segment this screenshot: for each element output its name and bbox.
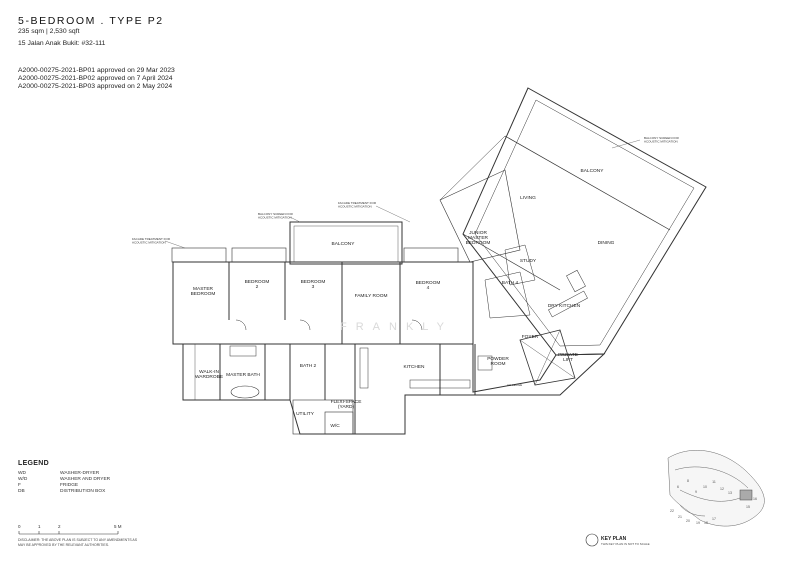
approval-2: A2000-00275-2021-BP02 approved on 7 Apri… (18, 75, 173, 82)
bath4-outline (484, 271, 531, 319)
unit-area: 235 sqm | 2,530 sqft (18, 28, 80, 35)
label-study: STUDY (520, 258, 537, 264)
svg-text:8: 8 (687, 479, 689, 483)
balcony-glass-line (504, 135, 671, 231)
label-balcony-main: BALCONY (581, 168, 605, 174)
living-wing-inner (474, 99, 695, 347)
svg-text:18: 18 (704, 521, 708, 525)
study-outline (504, 244, 536, 286)
svg-text:21: 21 (678, 515, 682, 519)
label-balcony-small: BALCONY (332, 241, 356, 247)
svg-text:9: 9 (695, 490, 697, 494)
label-living: LIVING (520, 195, 536, 201)
bathtub (230, 385, 260, 399)
watermark: FRANKLY (340, 321, 453, 333)
approval-3: A2000-00275-2021-BP03 approved on 2 May … (18, 83, 173, 90)
service-wing-outline (182, 343, 606, 435)
disclaimer: DISCLAIMER: THE ABOVE PLAN IS SUBJECT TO… (18, 538, 138, 547)
label-bath4: BATH 4 (502, 280, 519, 286)
approval-1: A2000-00275-2021-BP01 approved on 29 Mar… (18, 67, 175, 74)
key-plan-label: KEY PLAN (601, 536, 627, 542)
scale-label-2: 2 (58, 524, 61, 529)
label-kitchen: KITCHEN (403, 364, 425, 370)
scale-label-1: 1 (38, 524, 41, 529)
label-family-room: FAMILY ROOM (355, 293, 388, 299)
small-balcony-outline (289, 221, 403, 265)
svg-text:15: 15 (746, 505, 750, 509)
label-dining: DINING (598, 240, 615, 246)
svg-text:11: 11 (712, 480, 716, 484)
scale-label-0: 0 (18, 524, 21, 529)
ac-ledge-3 (403, 247, 459, 263)
label-flexi-space: FLEXI-SPACE(YARD) (331, 399, 362, 410)
kitchen-counter (359, 347, 369, 389)
svg-text:13: 13 (728, 491, 732, 495)
living-wing-outline (462, 87, 707, 356)
kitchen-counter-2 (409, 379, 471, 389)
master-vanity (229, 345, 257, 357)
key-plan-note: THIS KEY PLAN IS NOT TO SCALE (601, 542, 650, 546)
label-master-bath: MASTER BATH (226, 372, 260, 378)
scale-bar (18, 531, 119, 535)
powder-basin (477, 355, 493, 371)
label-foyer: FOYER (522, 334, 539, 340)
key-plan-map (667, 450, 765, 527)
junior-master-wall (439, 135, 506, 201)
north-arrow-icon (585, 533, 599, 547)
dry-kitchen-island (566, 269, 586, 293)
unit-address: 15 Jalan Anak Bukit: #32-111 (18, 40, 106, 47)
junior-master-outline (439, 169, 521, 263)
key-plan-numbers: 6 8 9 10 11 12 13 15 16 17 18 19 20 21 2… (670, 479, 757, 525)
svg-text:17: 17 (712, 517, 716, 521)
label-bath2: BATH 2 (300, 363, 317, 369)
svg-text:6: 6 (677, 485, 679, 489)
svg-text:12: 12 (720, 487, 724, 491)
label-dry-kitchen: DRY KITCHEN (548, 303, 581, 309)
svg-text:20: 20 (686, 519, 690, 523)
note-ac-ledge: AC LEDGE (507, 383, 522, 387)
svg-text:10: 10 (703, 485, 707, 489)
plan-title: 5-BEDROOM . TYPE P2 (18, 15, 164, 27)
label-wc: W/C (330, 423, 340, 429)
wc-outline (324, 411, 354, 435)
label-utility: UTILITY (296, 411, 315, 417)
dry-kitchen-counter (548, 290, 588, 318)
svg-text:19: 19 (696, 521, 700, 525)
wardrobe-fitting (182, 343, 196, 401)
ac-ledge-1 (171, 247, 227, 263)
dining-wall (462, 233, 561, 291)
svg-text:16: 16 (753, 497, 757, 501)
svg-text:22: 22 (670, 509, 674, 513)
legend-title: LEGEND (18, 460, 49, 467)
ac-ledge-2 (231, 247, 287, 263)
scale-label-5m: 5 M (114, 524, 122, 529)
